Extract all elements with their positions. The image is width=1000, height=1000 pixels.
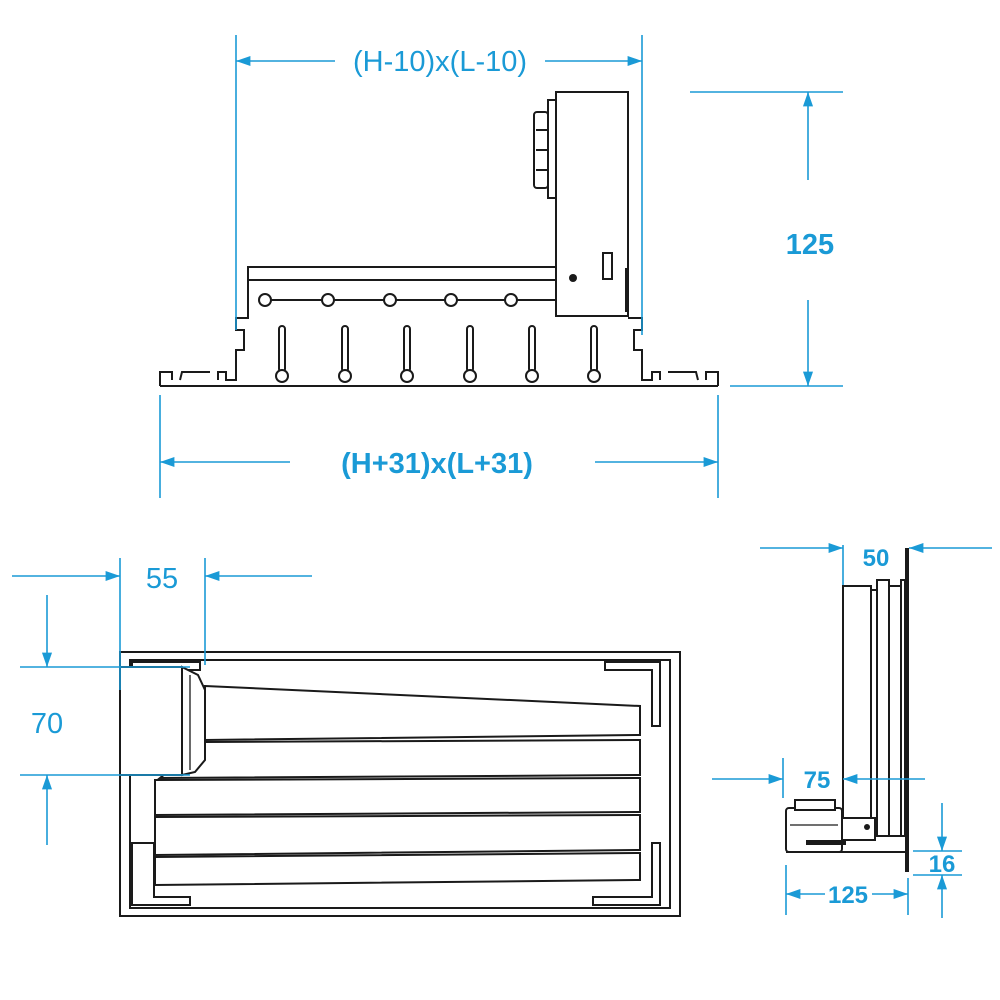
actuator-side	[785, 799, 905, 853]
slot-row	[258, 293, 556, 307]
actuator-offset-label: 75	[804, 767, 831, 794]
flange-label: 16	[929, 851, 956, 878]
depth-label: 50	[863, 545, 890, 572]
dimension-inner-size: (H-10)x(L-10)	[235, 35, 643, 335]
dimension-total-depth: 125	[785, 865, 909, 915]
dimension-flange: 16	[913, 803, 962, 918]
total-depth-label: 125	[828, 882, 868, 909]
actuator-top	[533, 91, 629, 317]
inner-size-label: (H-10)x(L-10)	[353, 46, 527, 78]
top-view: (H-10)x(L-10) 125 (H+31)x(L+31)	[159, 35, 843, 498]
outer-size-label: (H+31)x(L+31)	[341, 448, 533, 480]
dimension-outer-size: (H+31)x(L+31)	[159, 395, 719, 498]
height-label: 125	[786, 229, 834, 261]
actuator-height-label: 70	[31, 708, 63, 740]
louvers	[154, 684, 641, 887]
dimension-actuator-height: 70	[20, 595, 190, 845]
front-view: 55 70	[12, 558, 681, 917]
actuator-width-label: 55	[146, 563, 178, 595]
dimension-height: 125	[690, 91, 843, 387]
vertical-slots	[275, 325, 601, 383]
frame-profile	[159, 266, 719, 387]
side-view: 50 75 16 125	[712, 542, 992, 918]
dimension-actuator-offset: 75	[712, 758, 925, 798]
dimension-actuator-width: 55	[12, 558, 312, 690]
actuator-front	[119, 665, 206, 777]
dimension-depth: 50	[760, 542, 992, 585]
